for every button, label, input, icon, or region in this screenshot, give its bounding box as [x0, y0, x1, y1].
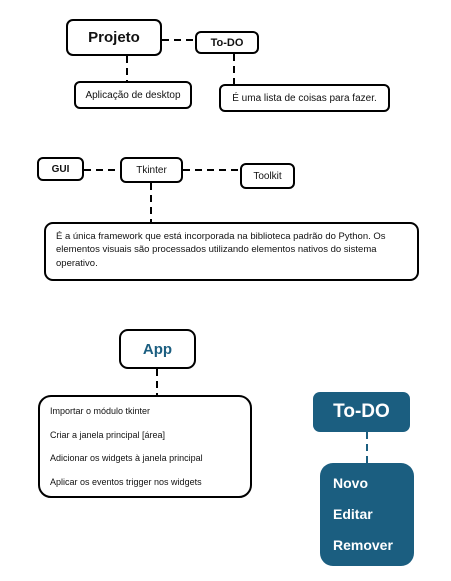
tkinter-label: Tkinter — [136, 164, 167, 176]
app-node: App — [119, 329, 196, 369]
gui-label: GUI — [51, 163, 70, 175]
projeto-label: Projeto — [88, 29, 140, 46]
step-item: Criar a janela principal [área] — [50, 429, 166, 440]
tkinter-description-text: É a única framework que está incorporada… — [56, 231, 386, 269]
desktop-node: Aplicação de desktop — [74, 81, 192, 109]
tkinter-description-node: É a única framework que está incorporada… — [44, 222, 419, 281]
toolkit-label: Toolkit — [253, 170, 282, 182]
desktop-label: Aplicação de desktop — [85, 89, 181, 101]
tkinter-node: Tkinter — [120, 157, 183, 183]
step-item: Adicionar os widgets à janela principal — [50, 453, 203, 463]
toolkit-node: Toolkit — [240, 163, 295, 189]
todo-app-label: To-DO — [333, 401, 390, 422]
app-steps-node: Importar o módulo tkinter Criar a janela… — [38, 395, 252, 498]
app-steps-list: Importar o módulo tkinter Criar a janela… — [50, 405, 240, 499]
gui-node: GUI — [37, 157, 84, 181]
lista-label: É uma lista de coisas para fazer. — [232, 92, 377, 104]
lista-node: É uma lista de coisas para fazer. — [219, 84, 390, 112]
menu-item-remover: Remover — [333, 537, 393, 553]
step-item: Aplicar os eventos trigger nos widgets — [50, 476, 202, 487]
app-label: App — [142, 340, 173, 358]
step-item: Importar o módulo tkinter — [50, 406, 151, 416]
projeto-node: Projeto — [66, 19, 162, 56]
menu-item-novo: Novo — [333, 475, 368, 491]
todo-label: To-DO — [210, 36, 244, 49]
todo-menu-node: Novo Editar Remover — [320, 463, 414, 566]
todo-app-node: To-DO — [313, 392, 410, 432]
menu-item-editar: Editar — [333, 506, 373, 522]
todo-node: To-DO — [195, 31, 259, 54]
todo-menu-list: Novo Editar Remover — [333, 473, 401, 566]
